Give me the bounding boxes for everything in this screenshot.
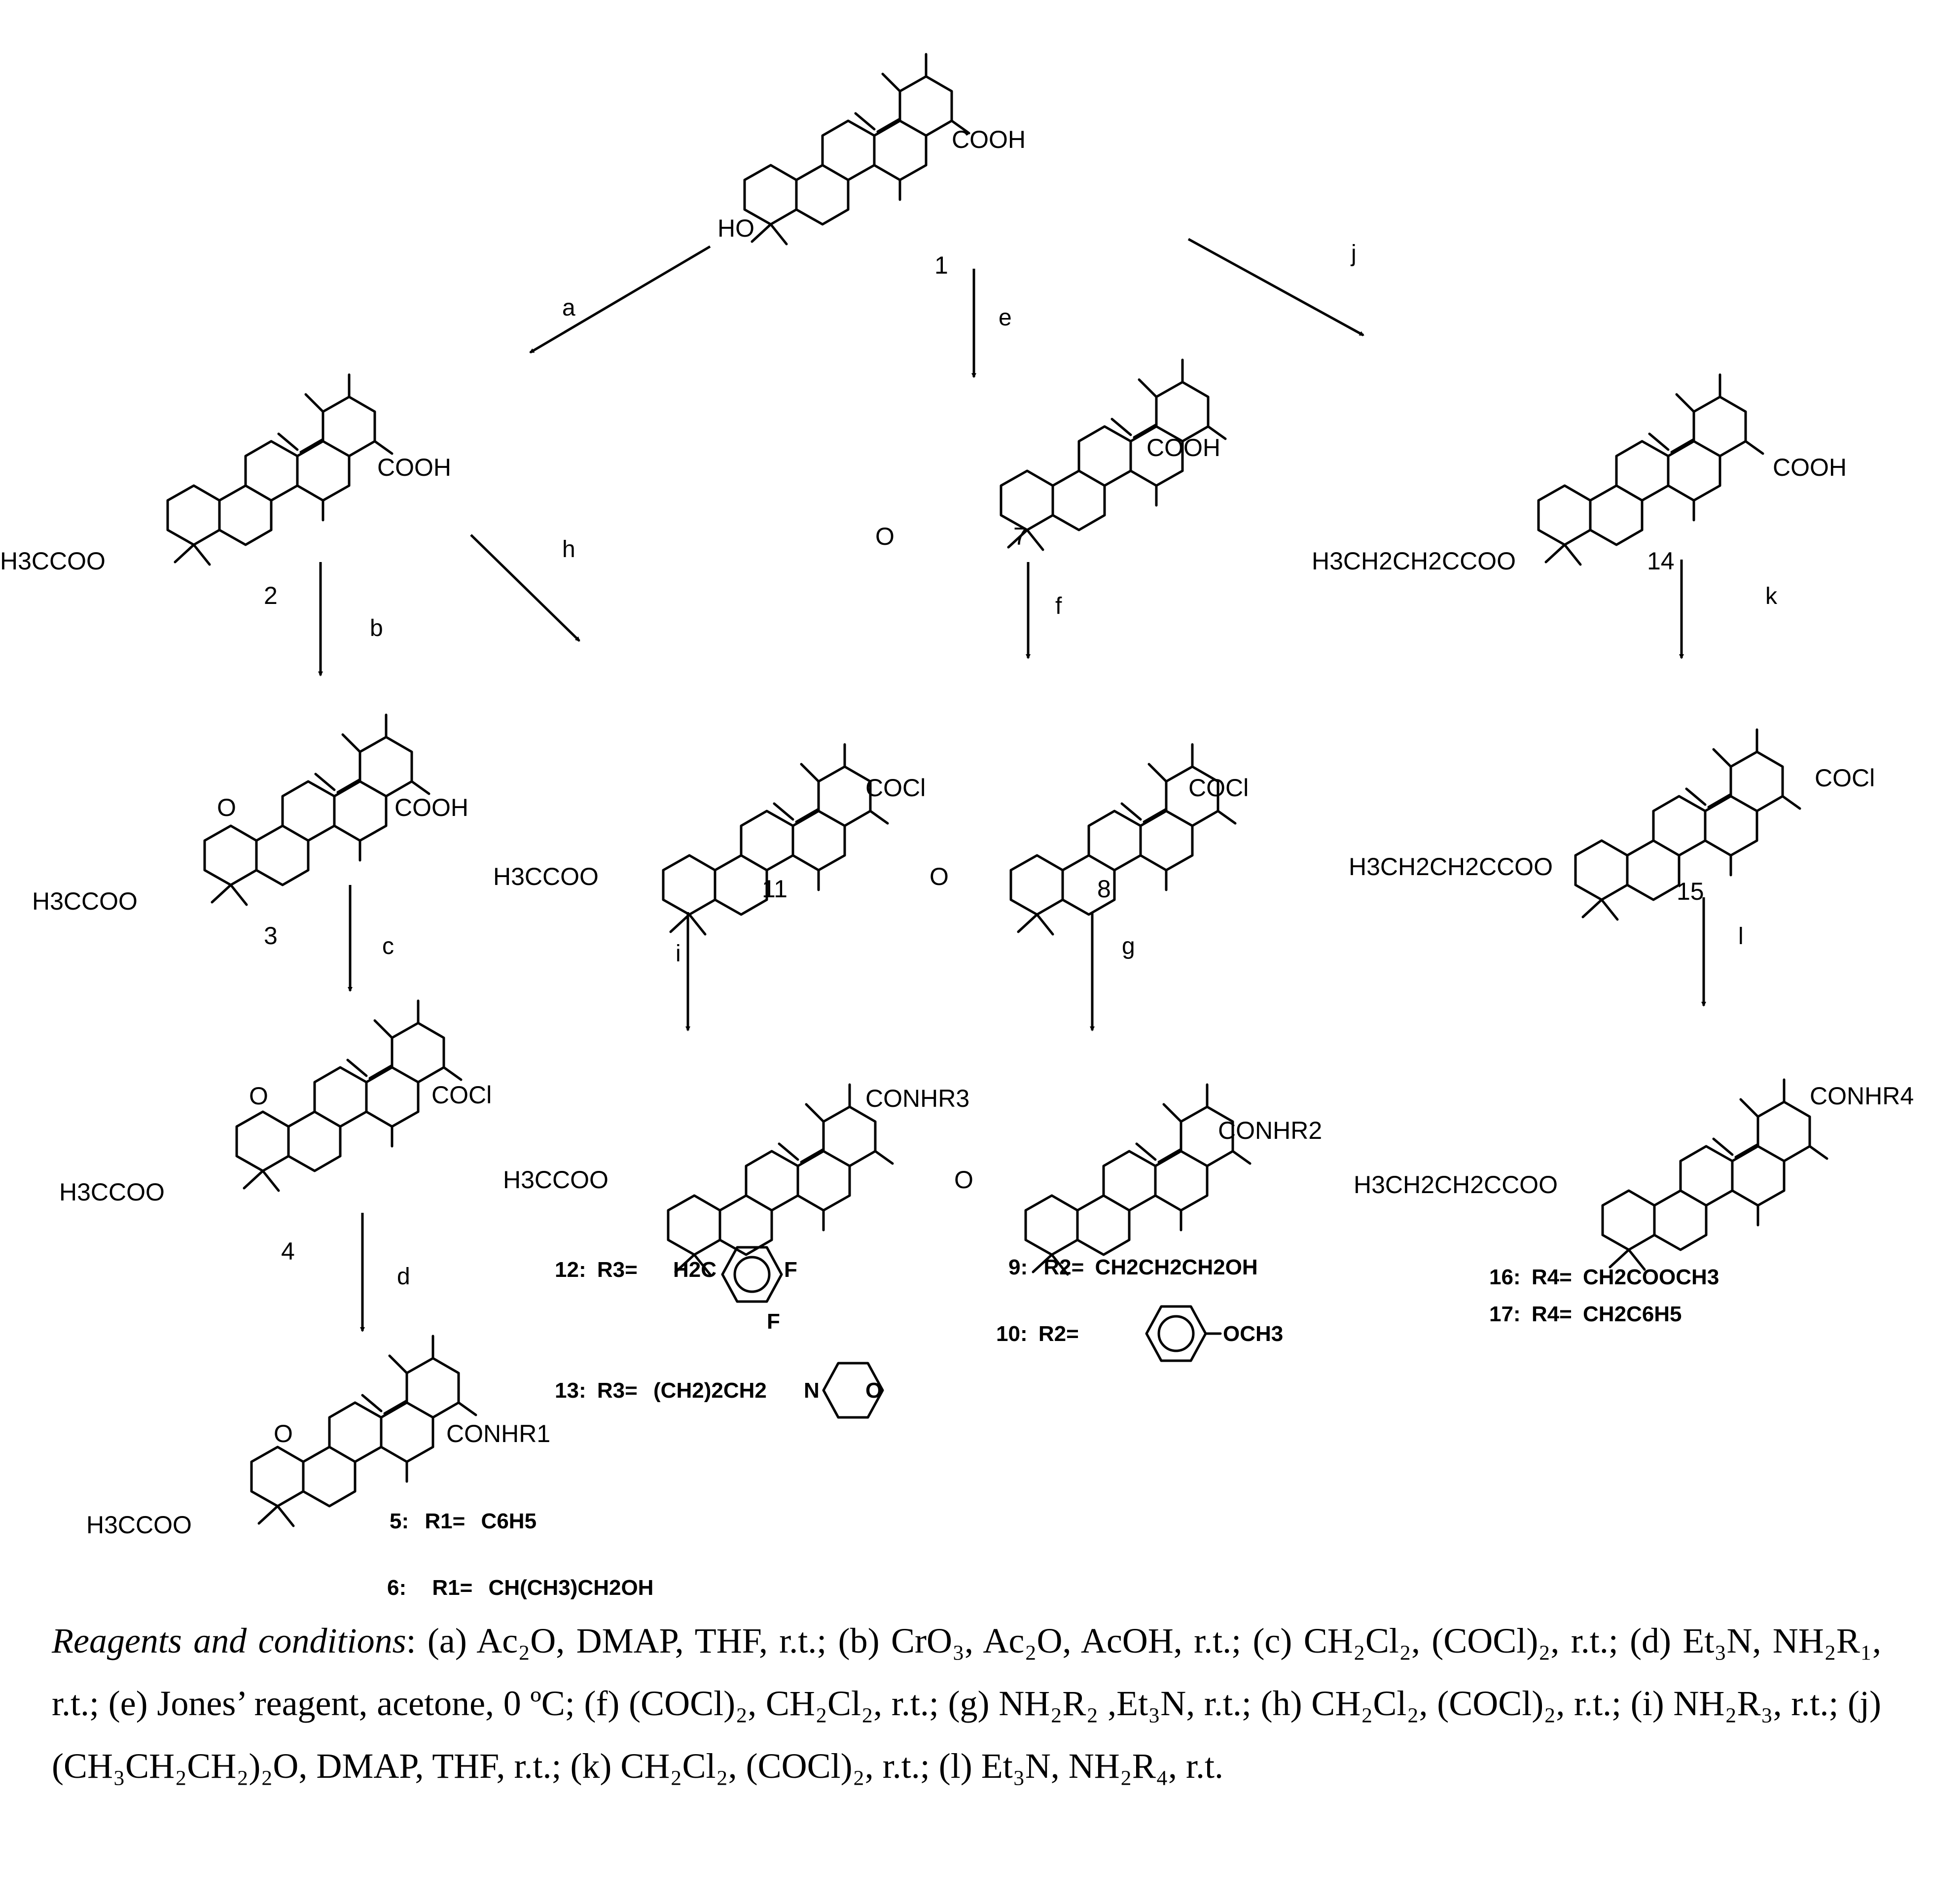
conditions-text: : (a) Ac₂O, DMAP, THF, r.t.; (b) CrO₃, A… <box>52 1621 1882 1786</box>
step-label-g: g <box>1122 933 1135 959</box>
arrow-j <box>1187 238 1364 337</box>
arrow-a <box>529 245 711 354</box>
c14-top-group: COOH <box>1773 454 1847 481</box>
rgroup-17: 17: R4= CH2C6H5 <box>1489 1302 1682 1326</box>
c7-top-group: COOH <box>1146 434 1220 461</box>
compound-12-13: CONHR3 H3CCOO <box>503 1085 969 1274</box>
rgroup-10-methoxy: OCH3 <box>1223 1322 1283 1346</box>
rgroup-13-oxygen: O <box>865 1378 882 1403</box>
arrow-h <box>470 534 580 642</box>
compound-3: COOH H3CCOO O 3 <box>32 715 468 950</box>
compound-9-10: CONHR2 O <box>954 1085 1322 1274</box>
c8-number: 8 <box>1097 875 1111 903</box>
c5-top-group: CONHR1 <box>446 1420 550 1447</box>
rgroup-13-morpholine-ring <box>822 1362 884 1419</box>
compound-2: COOH H3CCOO 2 <box>0 375 451 609</box>
c11-top-group: COCl <box>865 774 926 802</box>
rgroup-12: 12: R3= H2C <box>555 1258 716 1282</box>
step-label-i: i <box>676 941 681 967</box>
compound-14: COOH H3CH2CH2CCOO 14 <box>1312 375 1847 575</box>
c2-c3-group: H3CCOO <box>0 547 106 575</box>
c4-c3-group: H3CCOO <box>59 1178 165 1206</box>
step-label-d: d <box>397 1264 410 1290</box>
r-group-definitions: 5: R1= C6H5 6: R1= CH(CH3)CH2OH 9: R2= C… <box>387 1246 1719 1600</box>
c3-c3-group: H3CCOO <box>32 887 138 915</box>
step-label-h: h <box>562 536 575 563</box>
c1-top-group: COOH <box>952 126 1026 153</box>
c12-c3-group: H3CCOO <box>503 1166 609 1194</box>
conditions-heading: Reagents and conditions <box>52 1621 406 1660</box>
rgroup-6: 6: R1= CH(CH3)CH2OH <box>387 1576 653 1600</box>
c9-c3-group: O <box>954 1166 973 1194</box>
reaction-conditions: Reagents and conditions: (a) Ac₂O, DMAP,… <box>52 1610 1881 1798</box>
step-label-k: k <box>1765 583 1778 609</box>
rgroup-10: 10: R2= <box>996 1322 1079 1346</box>
rgroup-13-nitrogen: N <box>804 1378 820 1403</box>
c3-top-group: COOH <box>394 794 468 821</box>
step-label-f: f <box>1055 593 1062 619</box>
c2-top-group: COOH <box>377 454 451 481</box>
rgroup-12-fluoro-2: F <box>767 1309 780 1334</box>
c9-top-group: CONHR2 <box>1218 1117 1322 1144</box>
step-label-e: e <box>999 305 1012 331</box>
c5-c3-group: H3CCOO <box>86 1511 192 1539</box>
rgroup-10-aromatic-ring <box>1157 1315 1195 1352</box>
rgroup-9: 9: R2= CH2CH2CH2OH <box>1008 1255 1258 1279</box>
c4-number: 4 <box>281 1237 295 1265</box>
c15-c3-group: H3CH2CH2CCOO <box>1349 853 1553 881</box>
compound-8: COCl O 8 <box>930 744 1249 934</box>
c15-top-group: COCl <box>1815 764 1875 792</box>
c2-number: 2 <box>264 582 278 609</box>
rgroup-16: 16: R4= CH2COOCH3 <box>1489 1265 1719 1289</box>
compound-15: COCl H3CH2CH2CCOO 15 <box>1349 730 1875 919</box>
compound-5-6: CONHR1 H3CCOO O <box>86 1336 550 1539</box>
c1-c3-group: HO <box>717 214 754 242</box>
c8-c3-group: O <box>930 863 949 890</box>
rgroup-12-fluoro-1: F <box>784 1258 797 1282</box>
step-label-a: a <box>562 295 575 321</box>
compound-7: COOH O 7 <box>875 360 1225 550</box>
compound-16-17: CONHR4 H3CH2CH2CCOO <box>1354 1080 1914 1269</box>
c15-number: 15 <box>1677 878 1704 905</box>
c4-top-group: COCl <box>431 1081 492 1109</box>
compound-11: COCl H3CCOO 11 <box>493 744 926 934</box>
step-label-c: c <box>382 933 394 959</box>
compound-4: COCl H3CCOO O 4 <box>59 1001 492 1265</box>
c16-c3-group: H3CH2CH2CCOO <box>1354 1171 1558 1199</box>
c11-c3-group: H3CCOO <box>493 863 599 890</box>
c8-top-group: COCl <box>1188 774 1249 802</box>
rgroup-13: 13: R3= (CH2)2CH2 <box>555 1378 767 1403</box>
c11-number: 11 <box>762 875 788 903</box>
step-label-l: l <box>1738 923 1744 950</box>
c5-keto: O <box>274 1420 293 1447</box>
c14-c3-group: H3CH2CH2CCOO <box>1312 547 1516 575</box>
c7-number: 7 <box>1013 523 1027 550</box>
c16-top-group: CONHR4 <box>1810 1082 1914 1110</box>
step-label-b: b <box>370 615 383 641</box>
rgroup-10-benzene <box>1145 1305 1207 1362</box>
c3-keto: O <box>217 794 236 821</box>
c4-keto: O <box>249 1082 268 1110</box>
rgroup-5: 5: R1= C6H5 <box>390 1509 537 1533</box>
c3-number: 3 <box>264 922 278 950</box>
c12-top-group: CONHR3 <box>865 1085 969 1112</box>
arrows <box>318 238 1706 1332</box>
c1-number: 1 <box>934 251 948 279</box>
c7-c3-group: O <box>875 523 895 550</box>
compound-1: COOH HO 1 <box>717 54 1026 279</box>
rgroup-12-aromatic-ring <box>733 1256 771 1293</box>
rgroup-12-benzene <box>721 1246 783 1303</box>
c14-number: 14 <box>1647 547 1675 575</box>
step-labels: a b c d e f g h i j k l <box>370 241 1778 1290</box>
step-label-j: j <box>1350 241 1357 267</box>
